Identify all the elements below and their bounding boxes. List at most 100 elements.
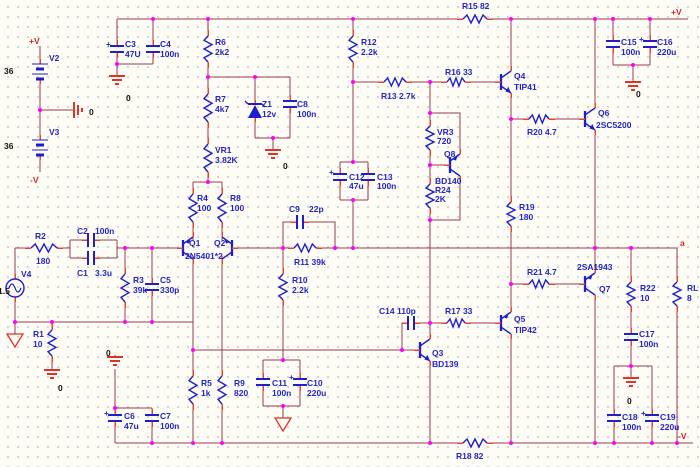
junction-dot (150, 320, 154, 324)
net-label-minusv-right[interactable]: -V (678, 431, 687, 441)
component-label: C1 (77, 268, 88, 278)
junction-dot (400, 348, 404, 352)
wire[interactable] (282, 221, 297, 248)
component-V4[interactable] (5, 274, 25, 302)
component-V2[interactable] (32, 59, 48, 84)
component-R17[interactable]: R17 33 (441, 306, 473, 329)
component-label: R17 33 (445, 306, 473, 316)
ground-symbol-GND7[interactable] (72, 102, 83, 118)
component-R15[interactable]: R15 82 (457, 1, 493, 25)
emitter-arrow (589, 123, 595, 130)
wire[interactable] (401, 322, 408, 350)
component-C14[interactable]: C14 110p (379, 306, 420, 330)
resistor-symbol (462, 437, 488, 449)
wire[interactable] (430, 176, 461, 221)
resistor-symbol (528, 278, 550, 290)
net-label-a[interactable]: a (680, 238, 685, 248)
component-R20[interactable]: R20 4.7 (523, 113, 557, 137)
junction-dot (191, 441, 195, 445)
ground-symbol-GND1[interactable] (109, 74, 125, 85)
junction-dot (509, 282, 513, 286)
emitter-arrow (587, 273, 593, 280)
component-R11[interactable]: R11 39k (288, 242, 326, 267)
junction-dot (191, 348, 195, 352)
component-R16[interactable]: R16 33 (441, 67, 473, 88)
wire[interactable] (303, 221, 336, 248)
ground-symbol-GND6[interactable] (107, 355, 123, 366)
component-label: 1k (201, 388, 211, 398)
component-label: R7 (215, 94, 226, 104)
component-GND8[interactable] (5, 333, 25, 349)
ground-symbol-GND5[interactable] (623, 376, 639, 387)
component-label: 220u (657, 47, 676, 57)
component-label: 47U (125, 49, 141, 59)
component-GND9[interactable] (273, 417, 293, 433)
emitter-arrow (503, 312, 509, 319)
net-label-minusv-left[interactable]: -V (30, 175, 39, 185)
component-label: TIP41 (514, 82, 537, 92)
component-label: R9 (234, 378, 245, 388)
component-R18[interactable]: R18 82 (456, 437, 493, 461)
wire[interactable] (430, 112, 461, 154)
ground-symbol-GND3[interactable] (44, 368, 60, 379)
component-V3[interactable] (32, 135, 48, 160)
component-R21[interactable]: R21 4.7 (523, 267, 557, 290)
ground-symbol-GND4[interactable] (625, 80, 641, 91)
net-label-plusv-left[interactable]: +V (29, 36, 40, 46)
component-RL[interactable]: RL8 (671, 276, 698, 312)
label-v3: V3 (49, 127, 60, 137)
component-label: C17 (639, 329, 655, 339)
component-R13[interactable]: R13 2.7k (378, 76, 416, 101)
ground-symbol-GND2[interactable] (265, 148, 281, 159)
component-label: 2K (435, 194, 447, 204)
resistor-symbol (216, 375, 228, 405)
component-Q1[interactable]: Q1 (177, 232, 201, 264)
net-label-plusv-right[interactable]: +V (671, 7, 682, 17)
component-label: 720 (437, 136, 451, 146)
